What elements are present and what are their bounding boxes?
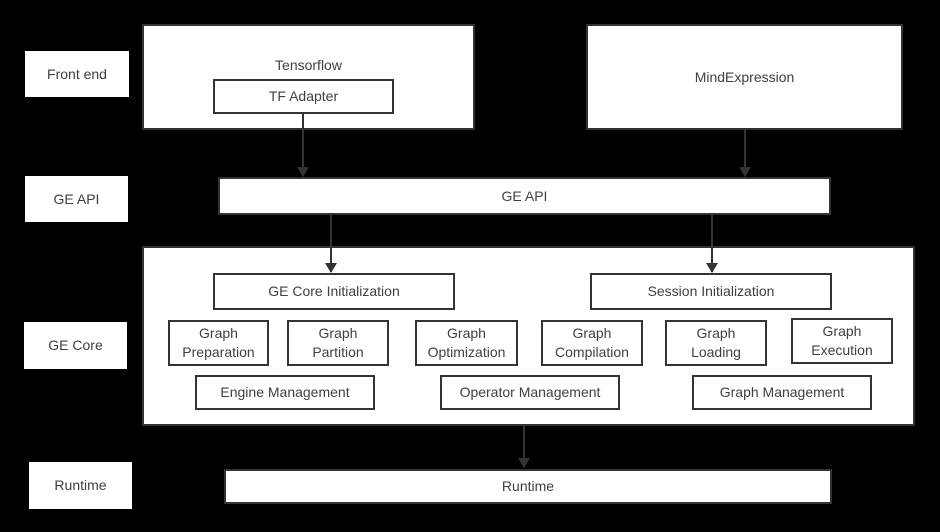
ge-core-container: GE Core Initialization Session Initializ… — [142, 246, 915, 426]
node-engine-management-label: Engine Management — [220, 384, 350, 401]
node-tf-adapter: TF Adapter — [213, 79, 394, 114]
node-graph-partition-label: Graph Partition — [312, 325, 364, 360]
node-operator-management-label: Operator Management — [459, 384, 601, 401]
node-graph-execution-label: Graph Execution — [811, 323, 873, 358]
node-engine-management: Engine Management — [195, 375, 375, 410]
node-ge-core-initialization: GE Core Initialization — [213, 273, 455, 310]
node-ge-api: GE API — [218, 177, 831, 215]
node-runtime: Runtime — [224, 469, 832, 504]
node-mindexpression-label: MindExpression — [694, 68, 795, 85]
node-graph-loading-label: Graph Loading — [691, 325, 741, 360]
arrow-mindexpression-to-ge-api — [744, 130, 746, 176]
node-ge-core-initialization-label: GE Core Initialization — [268, 283, 400, 300]
node-graph-preparation-label: Graph Preparation — [182, 325, 255, 360]
node-session-initialization: Session Initialization — [590, 273, 832, 310]
node-graph-management: Graph Management — [692, 375, 872, 410]
arrow-tf-adapter-to-ge-api — [302, 114, 304, 176]
layer-label-ge-core: GE Core — [24, 322, 127, 369]
node-tensorflow: Tensorflow TF Adapter — [142, 24, 475, 130]
node-graph-optimization: Graph Optimization — [415, 320, 518, 366]
node-tf-adapter-label: TF Adapter — [268, 88, 339, 105]
layer-label-ge-api: GE API — [25, 176, 128, 222]
node-session-initialization-label: Session Initialization — [647, 283, 775, 300]
node-runtime-label: Runtime — [501, 478, 555, 495]
node-graph-execution: Graph Execution — [791, 318, 893, 364]
node-ge-api-label: GE API — [501, 187, 548, 204]
node-graph-partition: Graph Partition — [287, 320, 389, 366]
node-graph-optimization-label: Graph Optimization — [427, 325, 506, 360]
layer-label-ge-api-text: GE API — [53, 190, 100, 207]
node-graph-compilation-label: Graph Compilation — [555, 325, 629, 360]
layer-label-front-end-text: Front end — [47, 65, 107, 82]
arrow-ge-api-to-ge-core-initialization — [330, 215, 332, 272]
layer-label-runtime-text: Runtime — [54, 477, 107, 494]
layer-label-front-end: Front end — [25, 51, 129, 97]
node-graph-compilation: Graph Compilation — [541, 320, 643, 366]
node-mindexpression: MindExpression — [586, 24, 903, 130]
node-tensorflow-label: Tensorflow — [275, 57, 342, 73]
layer-label-ge-core-text: GE Core — [48, 337, 103, 354]
arrow-ge-core-to-runtime — [523, 426, 525, 467]
node-graph-management-label: Graph Management — [719, 384, 845, 401]
layer-label-runtime: Runtime — [29, 462, 132, 509]
node-graph-preparation: Graph Preparation — [168, 320, 269, 366]
node-operator-management: Operator Management — [440, 375, 620, 410]
node-graph-loading: Graph Loading — [665, 320, 767, 366]
arrow-ge-api-to-session-initialization — [711, 215, 713, 272]
